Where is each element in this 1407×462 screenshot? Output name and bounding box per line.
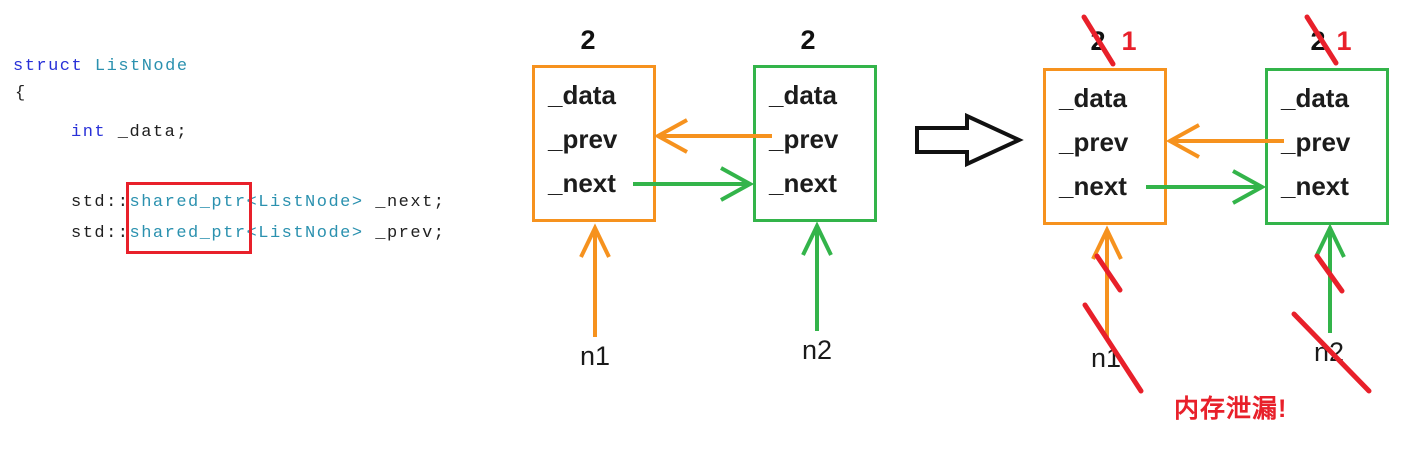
field-next: _next <box>548 168 616 198</box>
transition-arrow <box>915 112 1024 168</box>
field-prev: _prev <box>1059 127 1129 157</box>
n1-arrow-strike <box>1094 253 1123 293</box>
field-data: _data <box>548 80 616 110</box>
code-line-open-brace: { <box>15 84 27 104</box>
node-box-before-n1: _data _prev _next <box>532 65 656 222</box>
code-template-arg: <ListNode> <box>246 193 364 212</box>
refcount-before-n2: 2 <box>800 25 816 55</box>
field-prev: _prev <box>769 124 839 154</box>
code-shared-ptr: shared_ptr <box>129 224 247 243</box>
code-keyword-struct: struct <box>13 57 95 76</box>
code-template-arg: <ListNode> <box>246 224 364 243</box>
field-next: _next <box>1059 171 1127 201</box>
n2-pointer-arrow-before <box>801 221 833 331</box>
n1-pointer-arrow-after <box>1091 225 1123 340</box>
code-line-prev-member: std::shared_ptr<ListNode> _prev; <box>71 224 446 244</box>
pointer-label-before-n2: n2 <box>802 335 833 365</box>
refcount-after-n1-old: 2 <box>1090 26 1106 56</box>
code-std-prefix: std:: <box>71 224 130 243</box>
n2-pointer-arrow-after <box>1314 223 1346 333</box>
n1-pointer-arrow-before <box>579 223 611 337</box>
refcount-after-n2-old: 2 <box>1310 26 1326 56</box>
field-next: _next <box>769 168 837 198</box>
field-prev: _prev <box>548 124 618 154</box>
code-line-data-member: int _data; <box>71 123 188 143</box>
node-box-after-n2: _data _prev _next <box>1265 68 1389 225</box>
n2-arrow-strike <box>1314 253 1345 294</box>
code-shared-ptr: shared_ptr <box>129 193 247 212</box>
field-next: _next <box>1281 171 1349 201</box>
code-prev-member: _prev; <box>363 224 446 243</box>
code-std-prefix: std:: <box>71 193 130 212</box>
node-box-after-n1: _data _prev _next <box>1043 68 1167 225</box>
code-line-struct: struct ListNode <box>13 57 189 77</box>
node-box-before-n2: _data _prev _next <box>753 65 877 222</box>
code-type-listnode: ListNode <box>94 57 189 76</box>
pointer-label-after-n1: n1 <box>1091 343 1122 373</box>
shared-ptr-highlight-box <box>126 182 252 254</box>
field-data: _data <box>1059 83 1127 113</box>
field-data: _data <box>1281 83 1349 113</box>
field-prev: _prev <box>1281 127 1351 157</box>
pointer-label-after-n2: n2 <box>1314 337 1345 367</box>
pointer-label-before-n1: n1 <box>580 341 611 371</box>
memory-leak-annotation: 内存泄漏! <box>1174 395 1288 423</box>
code-data-member: _data; <box>106 123 189 142</box>
code-keyword-int: int <box>71 123 107 142</box>
field-data: _data <box>769 80 837 110</box>
code-open-brace: { <box>15 84 27 103</box>
refcount-before-n1: 2 <box>580 25 596 55</box>
refcount-after-n1-new: 1 <box>1121 26 1137 56</box>
code-next-member: _next; <box>363 193 446 212</box>
code-line-next-member: std::shared_ptr<ListNode> _next; <box>71 193 446 213</box>
refcount-after-n2-new: 1 <box>1336 26 1352 56</box>
